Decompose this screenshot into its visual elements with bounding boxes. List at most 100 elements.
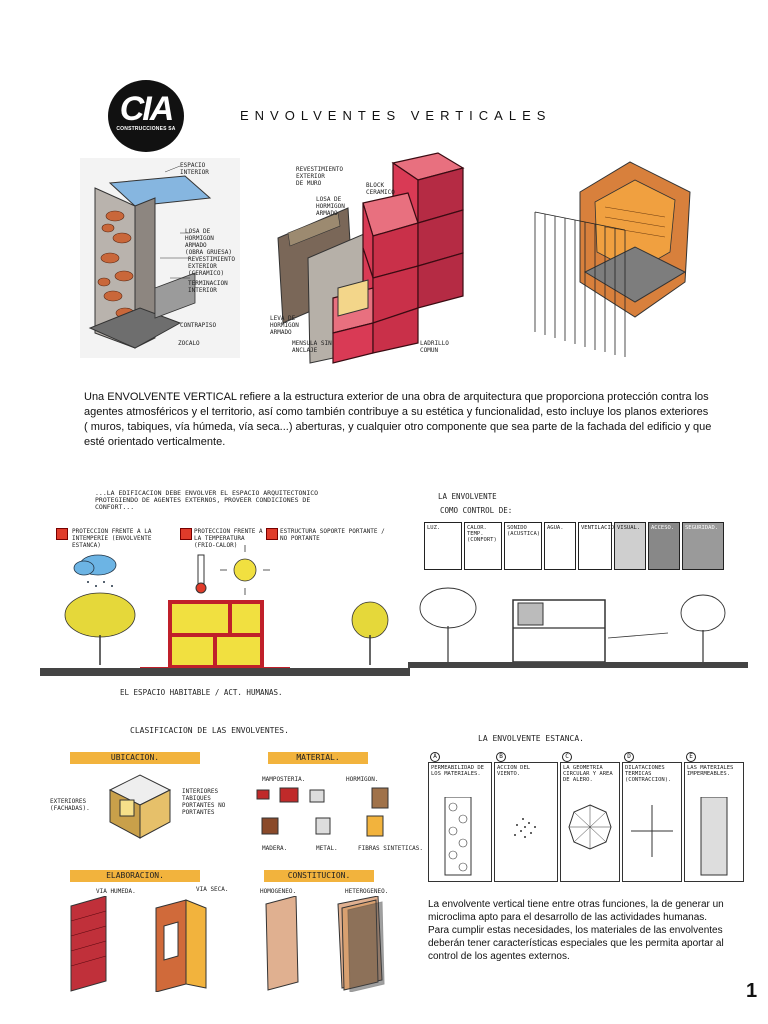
panel-letter-b: B — [496, 752, 506, 762]
constitucion-heterogeneo: HETEROGENEO. — [345, 888, 389, 895]
diagram2-heading1: LA ENVOLVENTE — [438, 492, 497, 501]
material-metal: METAL. — [316, 845, 338, 852]
control-box-visual: VISUAL. — [614, 522, 646, 570]
estanca-heading: LA ENVOLVENTE ESTANCA. — [478, 734, 584, 743]
facade-drawing — [534, 161, 691, 357]
panel-letter-c: C — [562, 752, 572, 762]
control-box-sonido: SONIDO (ACUSTICA) — [504, 522, 542, 570]
sketch1-label-e: CONTRAPISO — [180, 322, 217, 329]
control-box-label: VISUAL. — [617, 525, 641, 531]
constitucion-homogeneo: HOMOGENEO. — [260, 888, 297, 895]
control-box-label: VENTILACION — [581, 525, 618, 531]
material-samples-svg — [256, 787, 389, 837]
sketch1-label-f: ZOCALO — [178, 340, 200, 347]
wall-section-sketch — [80, 158, 240, 358]
block-wall-sketch — [268, 148, 478, 368]
control-box-label: CALOR. TEMP. (CONFORT) — [467, 525, 497, 543]
sketch2-label-a: REVESTIMIENTO EXTERIOR DE MURO — [296, 166, 343, 187]
panel-letter-a: A — [430, 752, 440, 762]
sketch2-label-b: BLOCK CERAMICO — [366, 182, 395, 196]
habitable-space-drawing — [40, 540, 410, 685]
elaboracion-humeda: VIA HUMEDA. — [96, 888, 136, 895]
control-box-label: LUZ. — [427, 525, 441, 531]
ubicacion-interiores: INTERIORES TABIQUES PORTANTES NO PORTANT… — [182, 788, 226, 816]
wall-types-svg — [70, 895, 207, 993]
sketch1-label-b: LOSA DE HORMIGON ARMADO (OBRA GRUESA) — [185, 228, 232, 256]
sketch2-label-d: LEVA DE HORMIGON ARMADO — [270, 315, 299, 336]
dilation-svg — [631, 805, 673, 857]
panel-text: LAS MATERIALES IMPERMEABLES. — [687, 765, 734, 777]
control-box-acceso: ACCESO. — [648, 522, 680, 570]
elaboracion-banner: ELABORACION. — [70, 870, 200, 882]
material-madera: MADERA. — [262, 845, 288, 852]
ventilated-facade-sketch — [525, 152, 700, 362]
control-box-luz: LUZ. — [424, 522, 462, 570]
block-wall-drawing — [277, 152, 465, 364]
estanca-panel-a: PERMEABILIDAD DE LOS MATERIALES. — [428, 762, 492, 882]
company-logo: CIA CONSTRUCCIONES SA — [108, 80, 184, 152]
estanca-panel-c: LA GEOMETRIA CIRCULAR Y AREA DE ALERO. — [560, 762, 620, 882]
diagram2-heading2: COMO CONTROL DE: — [440, 506, 513, 515]
diagram1-caption: EL ESPACIO HABITABLE / ACT. HUMANAS. — [120, 688, 283, 697]
control-box-label: ACCESO. — [651, 525, 675, 531]
intro-paragraph: Una ENVOLVENTE VERTICAL refiere a la est… — [84, 391, 712, 448]
wind-svg — [514, 818, 536, 838]
control-house-svg — [408, 587, 748, 668]
habitable-space-svg — [40, 545, 410, 676]
geometry-svg — [568, 804, 612, 850]
diagram1-item1: PROTECCION FRENTE A LA INTEMPERIE (ENVOL… — [72, 528, 152, 549]
logo-text: CIA — [119, 90, 175, 128]
sketch2-label-f: LADRILLO COMUN — [420, 340, 449, 354]
control-box-calor: CALOR. TEMP. (CONFORT) — [464, 522, 502, 570]
page-title: ENVOLVENTES VERTICALES — [240, 108, 552, 123]
room-box-svg — [108, 774, 172, 839]
control-box-seguridad: SEGURIDAD. — [682, 522, 724, 570]
diagram1-item3: ESTRUCTURA SOPORTE PORTANTE / NO PORTANT… — [280, 528, 385, 542]
estanca-panel-e: LAS MATERIALES IMPERMEABLES. — [684, 762, 744, 882]
panel-text: LA GEOMETRIA CIRCULAR Y AREA DE ALERO. — [563, 765, 613, 783]
logo-subtext: CONSTRUCCIONES SA — [116, 126, 176, 132]
ubicacion-banner: UBICACION. — [70, 752, 200, 764]
control-box-ventilacion: VENTILACION — [578, 522, 618, 570]
item1-marker — [56, 528, 68, 540]
control-box-label: SONIDO (ACUSTICA) — [507, 525, 541, 537]
panel-letter-d: D — [624, 752, 634, 762]
permeability-svg — [444, 797, 472, 876]
material-fibras: FIBRAS SINTETICAS. — [358, 845, 424, 852]
panel-letter-e: E — [686, 752, 696, 762]
item2-marker — [180, 528, 192, 540]
control-box-agua: AGUA. — [544, 522, 576, 570]
panel-text: PERMEABILIDAD DE LOS MATERIALES. — [431, 765, 484, 777]
wall-section-drawing — [80, 158, 240, 358]
estanca-panel-d: DILATACIONES TERMICAS (CONTRACCION). — [622, 762, 682, 882]
control-box-label: AGUA. — [547, 525, 564, 531]
panel-text: ACCION DEL VIENTO. — [497, 765, 531, 777]
material-mamposteria: MAMPOSTERIA. — [262, 776, 306, 783]
elaboracion-seca: VIA SECA. — [196, 886, 229, 893]
material-banner: MATERIAL. — [268, 752, 368, 764]
diagram1-item2: PROTECCION FRENTE A LA TEMPERATURA (FRIO… — [194, 528, 263, 549]
sketch2-label-e: MENSULA SIN ANCLAJE — [292, 340, 332, 354]
constitucion-banner: CONSTITUCION. — [264, 870, 374, 882]
constitution-svg — [265, 895, 385, 993]
sketch1-label-d: TERMINACION INTERIOR — [188, 280, 228, 294]
material-hormigon: HORMIGON. — [346, 776, 379, 783]
classification-heading: CLASIFICACION DE LAS ENVOLVENTES. — [130, 726, 289, 735]
control-house-drawing — [408, 578, 748, 693]
sketch1-label-a: ESPACIO INTERIOR — [180, 162, 209, 176]
panel-text: DILATACIONES TERMICAS (CONTRACCION). — [625, 765, 672, 783]
elaboracion-drawings — [66, 895, 236, 993]
constitucion-drawings — [258, 895, 408, 993]
diagram1-heading: ...LA EDIFICACION DEBE ENVOLVER EL ESPAC… — [95, 489, 319, 511]
ubicacion-exteriores: EXTERIORES (FACHADAS). — [50, 798, 90, 812]
bottom-paragraph: La envolvente vertical tiene entre otras… — [428, 899, 724, 962]
control-box-label: SEGURIDAD. — [685, 525, 719, 531]
sketch2-label-c: LOSA DE HORMIGON ARMADO — [316, 196, 345, 217]
impermeable-svg — [700, 797, 728, 876]
estanca-panel-b: ACCION DEL VIENTO. — [494, 762, 558, 882]
item3-marker — [266, 528, 278, 540]
sketch1-label-c: REVESTIMIENTO EXTERIOR (CERAMICO) — [188, 256, 235, 277]
ubicacion-drawing — [100, 770, 180, 840]
material-drawings — [252, 782, 402, 844]
page-number: 1 — [746, 980, 758, 1002]
